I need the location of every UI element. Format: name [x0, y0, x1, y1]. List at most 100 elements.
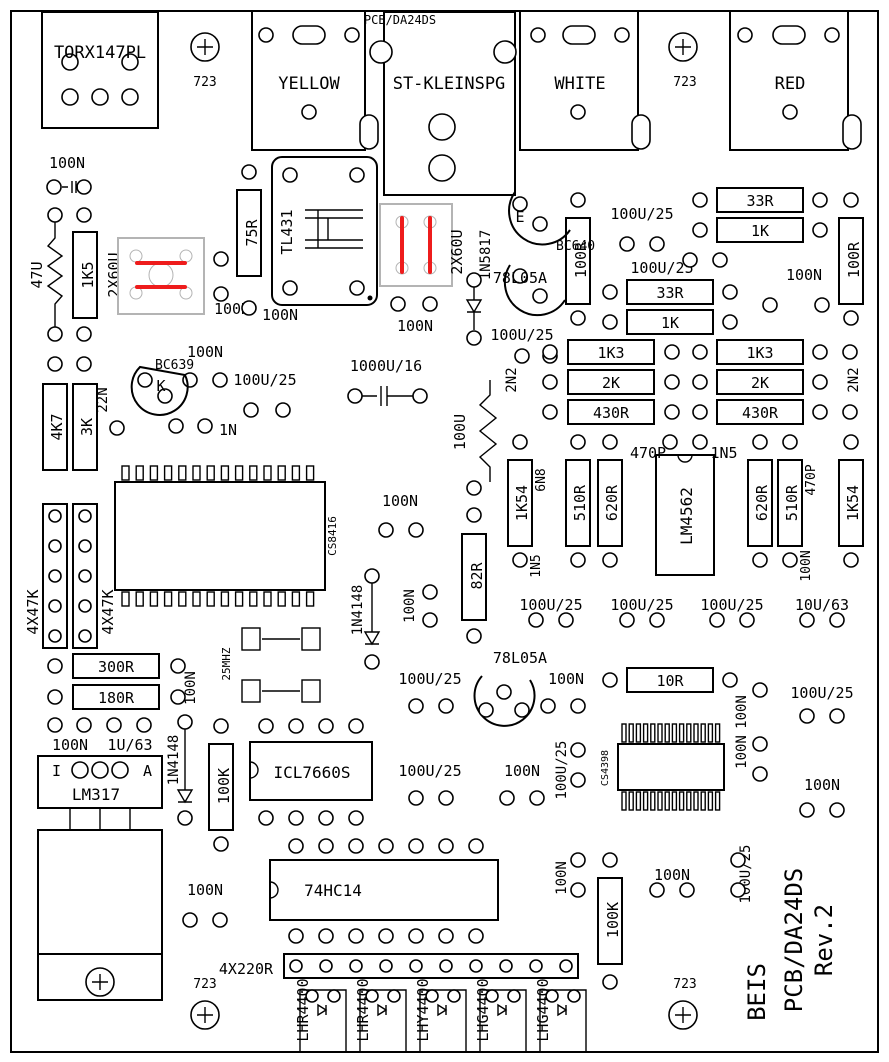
- svg-text:1N: 1N: [219, 421, 237, 439]
- svg-text:100N: 100N: [49, 154, 85, 172]
- svg-text:100U/25: 100U/25: [630, 259, 693, 277]
- ic-pin: [714, 791, 721, 811]
- ic-pin: [277, 465, 286, 481]
- board-header-label: PCB/DA24DS: [364, 13, 436, 27]
- mount-hole: 723: [190, 977, 220, 1030]
- ic-pin: [686, 791, 692, 811]
- ic-pin: [678, 723, 685, 743]
- svg-text:723: 723: [193, 75, 216, 90]
- svg-text:100U/25: 100U/25: [233, 371, 296, 389]
- svg-text:100N: 100N: [262, 306, 298, 324]
- svg-text:3K: 3K: [78, 418, 96, 436]
- ic-pin: [234, 591, 244, 607]
- ic-cs4398: CS4398: [600, 723, 725, 811]
- ic-pin: [263, 591, 272, 607]
- board-title-line: Rev.2: [810, 904, 838, 976]
- svg-text:180R: 180R: [98, 689, 135, 707]
- ic-pin: [291, 465, 301, 481]
- svg-text:1N5817: 1N5817: [478, 230, 494, 281]
- svg-text:100N: 100N: [183, 671, 199, 705]
- led-1: LHR4400: [294, 978, 347, 1052]
- svg-text:2X60U: 2X60U: [448, 229, 466, 274]
- svg-text:723: 723: [673, 75, 696, 90]
- transformer-pe65612: TL431: [271, 156, 378, 306]
- svg-text:100U: 100U: [451, 414, 469, 450]
- svg-text:430R: 430R: [742, 404, 779, 422]
- resistor-label: 510R: [571, 484, 589, 521]
- ic-pin: [249, 465, 258, 481]
- resistor-label: 510R: [783, 484, 801, 521]
- resistor: [838, 459, 864, 547]
- svg-text:723: 723: [673, 977, 696, 992]
- pad: [843, 552, 859, 568]
- ic-pin: [135, 591, 144, 607]
- svg-text:100U/25: 100U/25: [398, 762, 461, 780]
- svg-text:78L05A: 78L05A: [493, 269, 547, 287]
- ic-pin: [277, 591, 286, 607]
- ic-pin: [305, 591, 315, 607]
- pad: [529, 959, 543, 973]
- svg-text:1N5: 1N5: [710, 444, 737, 462]
- svg-text:300R: 300R: [98, 658, 135, 676]
- ic-pin: [671, 723, 678, 743]
- svg-text:4K7: 4K7: [48, 413, 66, 440]
- svg-text:100N: 100N: [402, 589, 418, 623]
- led-3: LHY4400: [414, 978, 467, 1052]
- ic-pin: [121, 591, 130, 607]
- svg-text:1K3: 1K3: [746, 344, 773, 362]
- connector-label: WHITE: [554, 74, 605, 94]
- resistor: [747, 459, 773, 547]
- ic-lm317: I A LM317: [37, 755, 163, 1001]
- ic-pin: [305, 465, 315, 481]
- svg-text:10U/63: 10U/63: [795, 596, 849, 614]
- svg-text:ICL7660S: ICL7660S: [273, 763, 350, 782]
- ic-pin: [163, 465, 173, 481]
- ferrite-footprint-left: [117, 237, 205, 315]
- svg-text:723: 723: [193, 977, 216, 992]
- ic-pin: [628, 723, 634, 743]
- pad: [602, 552, 618, 568]
- mount-hole: 723: [190, 32, 220, 90]
- ic-pin: [135, 465, 144, 481]
- ic-pin: [621, 791, 627, 811]
- ic-pin: [628, 791, 634, 811]
- pad: [752, 552, 768, 568]
- connector-red: RED: [729, 12, 849, 151]
- led-5: LHG4400: [534, 978, 587, 1052]
- led-label: LHR4400: [294, 978, 312, 1041]
- board-title-line: PCB/DA24DS: [780, 868, 808, 1013]
- svg-text:100N: 100N: [52, 736, 88, 754]
- svg-text:100N: 100N: [397, 317, 433, 335]
- svg-text:100U/25: 100U/25: [519, 596, 582, 614]
- ic-pin: [121, 465, 130, 481]
- ic-pin: [671, 791, 678, 811]
- pad: [379, 959, 393, 973]
- svg-text:BC639: BC639: [155, 358, 194, 373]
- pad: [469, 959, 483, 973]
- svg-text:100U/25: 100U/25: [554, 740, 570, 799]
- ic-pin: [192, 591, 201, 607]
- svg-text:74HC14: 74HC14: [304, 881, 362, 900]
- pad: [349, 959, 363, 973]
- ic-pin: [635, 723, 642, 743]
- ic-pin: [657, 791, 663, 811]
- svg-text:22N: 22N: [95, 387, 111, 412]
- resnet-4x47k-b: 4X47K: [72, 503, 117, 649]
- ic-pin: [220, 591, 230, 607]
- svg-text:1K: 1K: [661, 314, 679, 332]
- svg-text:100R: 100R: [845, 241, 863, 278]
- ic-pin: [714, 723, 721, 743]
- svg-text:1N4148: 1N4148: [166, 735, 182, 786]
- svg-text:2K: 2K: [602, 374, 620, 392]
- svg-text:4X47K: 4X47K: [99, 589, 117, 634]
- svg-text:1K: 1K: [751, 222, 769, 240]
- svg-text:33R: 33R: [746, 192, 774, 210]
- led-label: LHG4400: [534, 978, 552, 1041]
- svg-text:25MHZ: 25MHZ: [220, 647, 233, 680]
- svg-text:CS4398: CS4398: [600, 750, 611, 786]
- pad: [602, 434, 618, 450]
- svg-text:470P: 470P: [804, 464, 819, 495]
- ic-pin: [707, 723, 714, 743]
